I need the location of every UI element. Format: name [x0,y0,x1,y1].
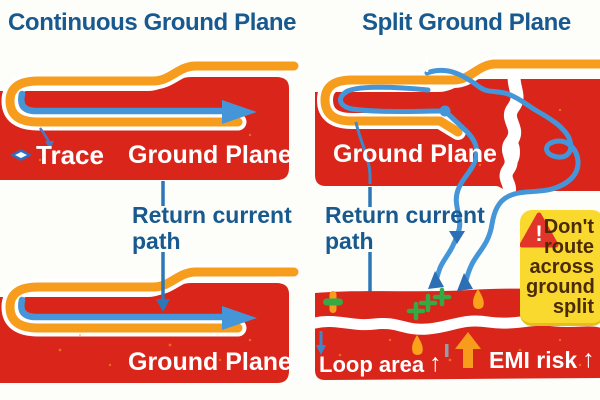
down-arrowhead-icon [449,231,465,244]
trace-pointer-line [38,127,51,143]
return-current-arrow-shaft [18,90,230,115]
ground-plane-label-top-left: Ground Plane [128,141,292,169]
up-arrow-icon: ↑ [429,349,442,377]
plus-icon [406,287,452,321]
trace-label: Trace [36,140,104,170]
trace-icon [320,59,600,137]
return-current-arrow-shaft [18,296,230,321]
left-lower-ground-plane [0,263,303,383]
down-arrowhead-icon [45,141,54,150]
right-arrowhead-icon [222,100,257,124]
left-title: Continuous Ground Plane [8,9,297,36]
right-arrowhead-icon [222,306,257,330]
svg-text:!: ! [535,221,542,246]
return-current-label-right: Return current path [325,202,485,254]
tick-mark [445,344,449,357]
up-arrowhead-icon [457,273,473,291]
ground-plane-label-right: Ground Plane [333,140,497,168]
loop-area-label: Loop area↑ [319,349,442,377]
up-arrow-icon: ↑ [582,345,595,373]
via-dot-icon [439,105,451,117]
speckles [38,108,582,367]
return-current-path-line [424,67,581,289]
droplet-icon [473,289,484,309]
left-upper-ground-plane [0,57,303,180]
return-current-label-left: Return current path [132,202,292,254]
ground-plane-label-bottom-left: Ground Plane [128,348,292,376]
trace-icon [5,61,299,127]
warning-icon: ! [520,212,559,248]
droplet-icon [412,335,423,355]
right-title: Split Ground Plane [362,9,571,36]
left-return-path-connector [156,181,170,312]
down-arrowhead-icon [156,299,170,312]
emi-risk-label: EMI risk↑ [489,345,595,373]
orange-up-arrow-icon [455,332,481,368]
return-current-path-line [433,108,480,287]
warning-text: Don't route across ground split [526,216,595,318]
down-arrowhead-icon [316,345,326,355]
up-arrowhead-icon [428,271,444,289]
trace-icon [5,267,299,333]
right-upper-split-plane [315,56,600,289]
return-current-path-line [338,84,444,114]
warning-callout: ! Don't route across ground split [520,210,600,326]
